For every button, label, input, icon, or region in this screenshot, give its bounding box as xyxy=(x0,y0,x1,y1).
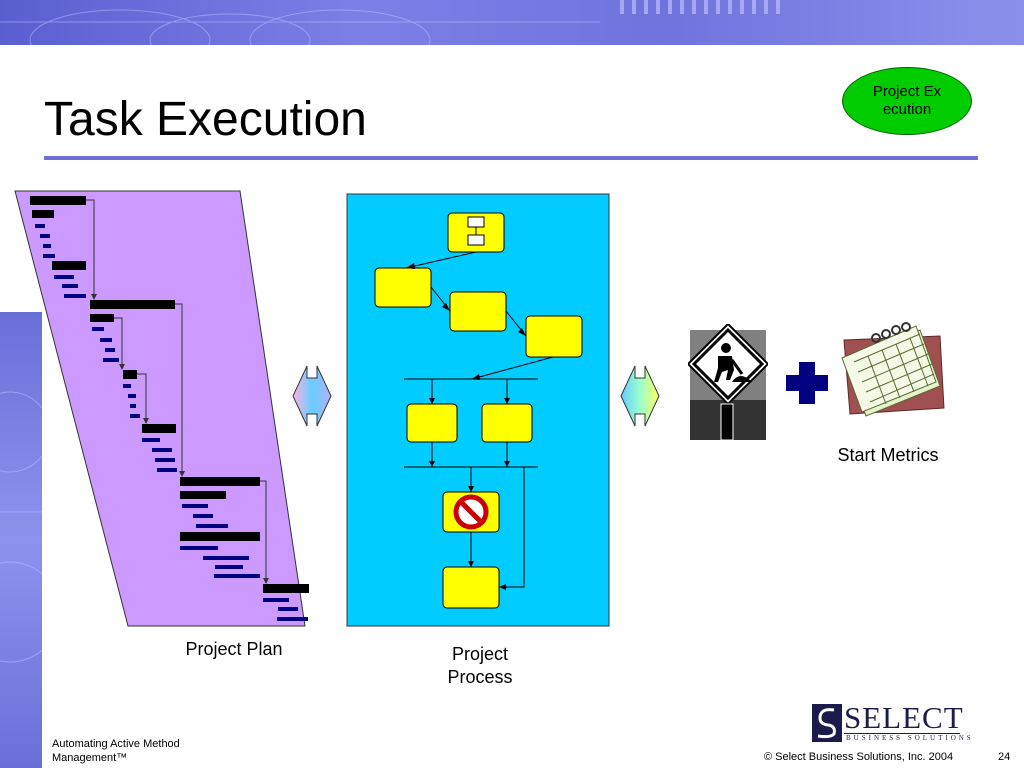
gantt-dependencies xyxy=(86,199,267,582)
project-plan-diagram xyxy=(14,190,309,627)
footer-presentation-title: Automating Active Method Management™ xyxy=(52,737,180,765)
gantt-task-bar xyxy=(155,458,175,462)
gantt-summary-bar xyxy=(180,477,260,486)
gantt-task-bar xyxy=(105,348,115,352)
gantt-task-bar xyxy=(103,358,119,362)
gantt-task-bar xyxy=(215,565,243,569)
process-step-box xyxy=(481,403,533,443)
gantt-summary-bar xyxy=(123,370,137,379)
gantt-summary-bar xyxy=(263,584,309,593)
footer-copyright: © Select Business Solutions, Inc. 2004 xyxy=(764,751,954,763)
double-arrow-icon xyxy=(620,365,660,427)
gantt-task-bar xyxy=(62,284,78,288)
logo-tagline: BUSINESS SOLUTIONS xyxy=(846,734,974,742)
gantt-task-bar xyxy=(92,327,104,331)
gantt-task-bar xyxy=(64,294,86,298)
gantt-summary-bar xyxy=(90,314,114,322)
process-step-box xyxy=(374,267,432,308)
gantt-task-bar xyxy=(193,514,213,518)
gantt-task-bar xyxy=(157,468,177,472)
calendar-icon xyxy=(841,322,945,417)
process-step-box xyxy=(525,315,583,358)
gantt-bars xyxy=(30,196,309,621)
gantt-task-bar xyxy=(182,504,208,508)
gantt-task-bar xyxy=(130,404,136,408)
left-decor-strip xyxy=(0,312,42,768)
footer-title-line1: Automating Active Method xyxy=(52,738,180,750)
logo-icon xyxy=(812,704,842,742)
process-step-box xyxy=(449,291,507,332)
project-process-caption-line1: Project xyxy=(451,644,509,664)
badge-label: Project Execution xyxy=(872,83,942,118)
plus-icon xyxy=(786,362,828,404)
page-title: Task Execution xyxy=(44,93,367,146)
gantt-summary-bar xyxy=(180,532,260,541)
gantt-summary-bar xyxy=(90,300,175,309)
gantt-summary-bar xyxy=(142,424,176,433)
project-execution-badge: Project Execution xyxy=(842,67,972,135)
top-banner xyxy=(0,0,1024,45)
project-process-caption: Project Process xyxy=(410,643,550,689)
start-metrics-caption: Start Metrics xyxy=(837,445,939,465)
gantt-task-bar xyxy=(214,574,260,578)
gantt-summary-bar xyxy=(180,491,226,499)
gantt-task-bar xyxy=(35,224,45,228)
gantt-task-bar xyxy=(278,607,298,611)
gantt-task-bar xyxy=(100,338,112,342)
logo-divider xyxy=(844,733,960,734)
gantt-task-bar xyxy=(43,244,51,248)
process-step-box xyxy=(406,403,458,443)
gantt-task-bar xyxy=(263,598,289,602)
process-panel xyxy=(346,193,610,627)
gantt-task-bar xyxy=(196,524,228,528)
footer-title-line2: Management™ xyxy=(52,752,128,764)
gantt-task-bar xyxy=(128,394,136,398)
double-arrow-icon xyxy=(292,365,332,427)
gantt-task-bar xyxy=(54,275,74,279)
construction-sign-icon xyxy=(688,324,768,441)
project-process-caption-line2: Process xyxy=(447,667,513,687)
stop-icon xyxy=(453,494,489,530)
gantt-task-bar xyxy=(43,254,55,258)
gantt-task-bar xyxy=(130,414,140,418)
project-plan-caption: Project Plan xyxy=(185,639,283,659)
gantt-task-bar xyxy=(180,546,218,550)
gantt-summary-bar xyxy=(32,210,54,218)
gantt-task-bar xyxy=(203,556,249,560)
gantt-task-bar xyxy=(277,617,308,621)
title-divider xyxy=(44,156,978,160)
logo-name: SELECT xyxy=(844,700,964,735)
project-process-diagram xyxy=(346,193,610,627)
gantt-summary-bar xyxy=(30,196,86,205)
gantt-summary-bar xyxy=(52,261,86,270)
plan-panel xyxy=(14,190,306,627)
process-end-box xyxy=(442,566,500,609)
gantt-task-bar xyxy=(152,448,172,452)
gantt-task-bar xyxy=(40,234,50,238)
gantt-task-bar xyxy=(142,438,160,442)
footer-page-number: 24 xyxy=(998,751,1011,763)
gantt-task-bar xyxy=(123,384,131,388)
